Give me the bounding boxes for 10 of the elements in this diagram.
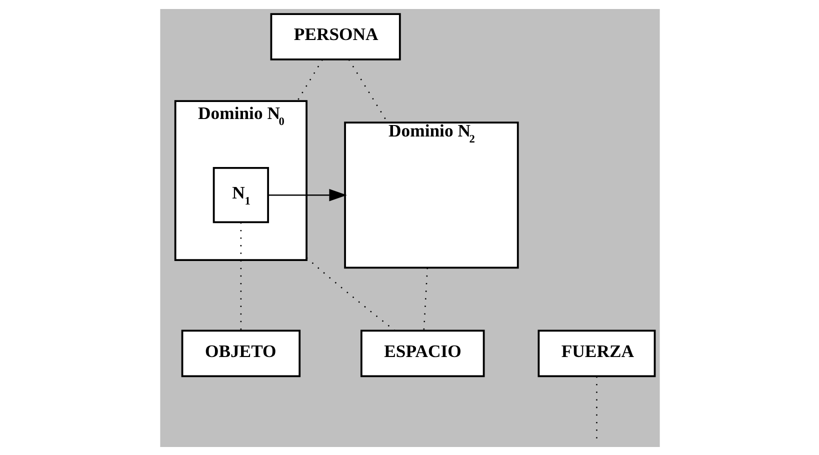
node-box: N$_{1}$ — [212, 166, 268, 223]
node-box: FUERZA — [537, 329, 656, 377]
node-box: OBJETO — [180, 329, 300, 377]
connector — [306, 256, 395, 330]
arrow — [268, 188, 346, 201]
connector — [422, 267, 428, 330]
node-box: PERSONA — [270, 12, 400, 60]
node-box: ESPACIO — [360, 329, 484, 377]
node-box: Dominio N$_{2}$ — [344, 121, 518, 268]
connector — [296, 58, 322, 101]
